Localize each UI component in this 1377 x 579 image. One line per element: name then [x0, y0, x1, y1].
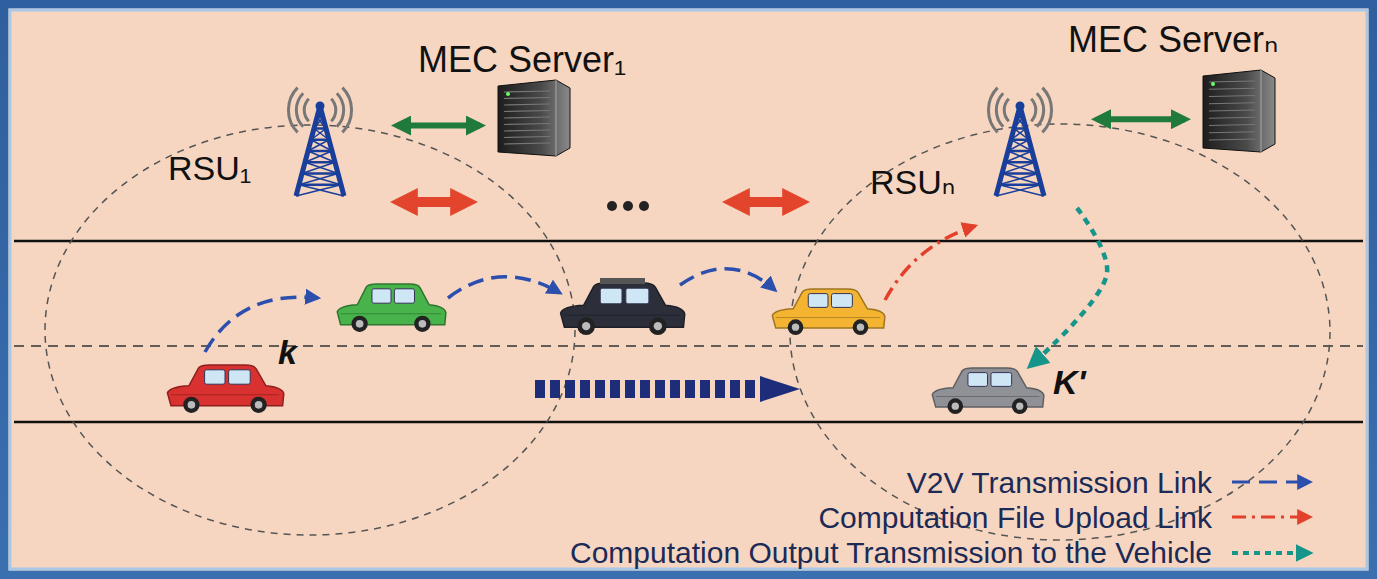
motion-dash	[580, 380, 590, 398]
server-shape	[490, 80, 570, 156]
server-icon	[490, 80, 570, 156]
green-link	[1097, 116, 1185, 122]
motion-dash	[670, 380, 680, 398]
green-link	[397, 123, 480, 129]
server-icon	[498, 80, 570, 156]
car	[932, 368, 1044, 414]
v2v-link	[205, 297, 318, 352]
legend-sample	[1232, 516, 1310, 519]
ellipsis-dot	[623, 201, 633, 211]
motion-dash	[640, 380, 650, 398]
rsu: RSUₙ	[865, 88, 1065, 208]
car-icon	[930, 368, 1045, 414]
motion-dash	[610, 380, 620, 398]
vehicle: K'	[925, 360, 1105, 420]
car-shape	[165, 365, 285, 413]
tower-shape	[985, 92, 1055, 198]
frame	[4, 4, 1373, 575]
roof-rack	[600, 278, 645, 284]
connector	[1030, 208, 1107, 366]
vehicles	[337, 278, 885, 335]
motion-dash	[535, 380, 545, 398]
server-label: MEC Server₁	[418, 40, 626, 80]
car-shape	[930, 368, 1045, 414]
tower-icon	[985, 92, 1055, 198]
rsu-tower	[288, 88, 351, 196]
car	[167, 365, 283, 413]
tower-shape	[285, 92, 355, 198]
server-label: MEC Serverₙ	[1068, 20, 1278, 60]
coverage-area	[45, 125, 575, 535]
car	[772, 289, 885, 335]
rsu-label: RSU₁	[168, 150, 251, 187]
connector	[1097, 119, 1185, 120]
frame-inner	[10, 10, 1367, 569]
road-edge	[14, 240, 1363, 243]
motion-dash	[715, 380, 725, 398]
car-icon	[165, 365, 285, 413]
motion-dash	[595, 380, 605, 398]
rsu-tower	[988, 88, 1051, 196]
car	[337, 284, 446, 332]
mec-server: MEC Server₁	[418, 40, 718, 160]
motion-dash	[745, 380, 755, 398]
lane-divider	[14, 345, 1363, 347]
v2v-link	[680, 269, 775, 290]
mec-server: MEC Serverₙ	[1068, 20, 1368, 158]
motion-dash	[565, 380, 575, 398]
legend-sample	[1232, 481, 1310, 484]
coverage-area	[790, 124, 1330, 540]
motion-dash	[550, 380, 560, 398]
road-edge	[14, 421, 1363, 424]
rsu: RSU₁	[160, 88, 360, 200]
vehicle-label: k	[278, 334, 297, 371]
vehicle-label: K'	[1053, 364, 1086, 401]
connector	[397, 125, 480, 126]
motion-dash	[625, 380, 635, 398]
legend: V2V Transmission LinkComputation File Up…	[570, 465, 1212, 570]
legend-text: Computation Output Transmission to the V…	[570, 535, 1212, 570]
rsu-label: RSUₙ	[870, 164, 955, 201]
connector	[401, 202, 799, 203]
v2v-link	[448, 277, 560, 298]
legend-text: Computation File Upload Link	[818, 500, 1212, 535]
motion-dash	[730, 380, 740, 398]
upload-link	[885, 226, 975, 300]
legend-sample	[1232, 551, 1310, 555]
vehicle: k	[160, 334, 320, 416]
motion-dash	[700, 380, 710, 398]
tower-icon	[285, 92, 355, 198]
motion-dash	[655, 380, 665, 398]
server-icon	[1203, 70, 1275, 152]
red-link	[401, 197, 467, 207]
legend-text: V2V Transmission Link	[907, 465, 1212, 500]
server-shape	[1195, 70, 1275, 152]
motion-arrow	[535, 376, 800, 402]
red-link	[733, 197, 799, 207]
teal-link	[1030, 208, 1107, 366]
motion-dash	[685, 380, 695, 398]
ellipsis-dot	[639, 201, 649, 211]
ellipsis-dot	[607, 201, 617, 211]
car	[561, 283, 685, 335]
server-icon	[1195, 70, 1275, 152]
